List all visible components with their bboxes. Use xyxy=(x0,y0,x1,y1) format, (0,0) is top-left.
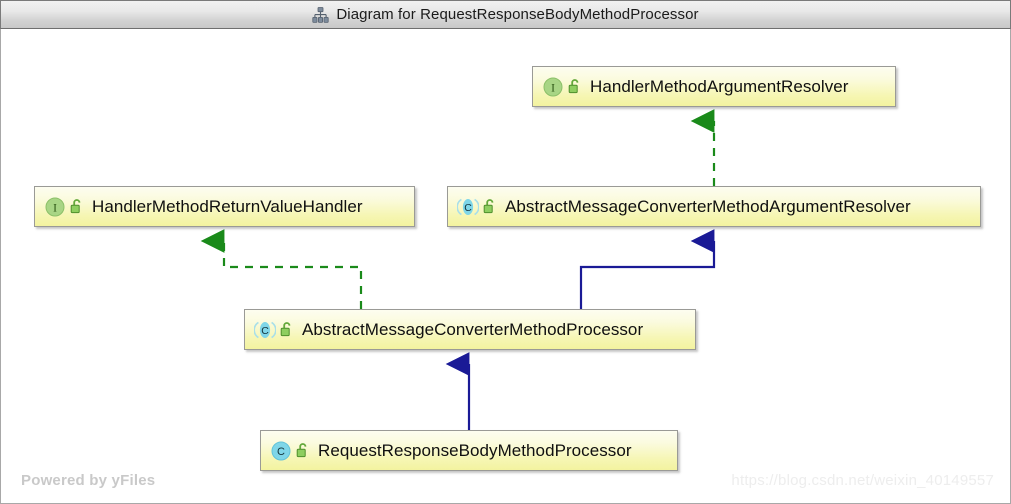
node-icon-group: C xyxy=(270,441,310,461)
unlocked-padlock-icon xyxy=(483,199,494,214)
svg-text:I: I xyxy=(53,202,57,214)
interface-i-icon: I xyxy=(45,197,65,216)
diagram-canvas[interactable]: I HandlerMethodArgumentResolver I xyxy=(0,29,1011,504)
node-label: HandlerMethodReturnValueHandler xyxy=(92,196,363,216)
node-handler-method-argument-resolver[interactable]: I HandlerMethodArgumentResolver xyxy=(532,66,896,107)
node-icon-group: C xyxy=(254,320,294,340)
node-icon-group: I xyxy=(542,77,582,97)
edge-implements-handler-method-return-value-handler xyxy=(200,229,363,309)
node-label: AbstractMessageConverterMethodArgumentRe… xyxy=(505,196,911,216)
abstract-class-c-icon: C xyxy=(457,198,479,215)
unlocked-padlock-icon xyxy=(70,199,81,214)
unlocked-padlock-icon xyxy=(568,79,579,94)
node-label: RequestResponseBodyMethodProcessor xyxy=(318,440,632,460)
svg-text:C: C xyxy=(464,201,472,213)
svg-text:C: C xyxy=(277,446,285,458)
node-label: HandlerMethodArgumentResolver xyxy=(590,76,849,96)
abstract-class-c-icon: C xyxy=(254,321,276,338)
node-request-response-body-method-processor[interactable]: C RequestResponseBodyMethodProcessor xyxy=(260,430,678,471)
svg-text:C: C xyxy=(261,324,269,336)
source-url-watermark: https://blog.csdn.net/weixin_40149557 xyxy=(731,472,994,489)
unlocked-padlock-icon xyxy=(280,322,291,337)
node-abstract-message-converter-method-processor[interactable]: C AbstractMessageConverterMethodProcesso… xyxy=(244,309,696,350)
node-icon-group: I xyxy=(44,197,84,217)
hierarchy-diagram-icon xyxy=(312,6,329,23)
svg-text:I: I xyxy=(551,82,555,94)
node-handler-method-return-value-handler[interactable]: I HandlerMethodReturnValueHandler xyxy=(34,186,415,227)
window-titlebar: Diagram for RequestResponseBodyMethodPro… xyxy=(0,0,1011,29)
interface-i-icon: I xyxy=(543,77,563,96)
concrete-class-c-icon: C xyxy=(271,441,291,460)
titlebar-content: Diagram for RequestResponseBodyMethodPro… xyxy=(312,6,699,23)
node-icon-group: C xyxy=(457,197,497,217)
edge-extends-abstract-message-converter-method-argument-resolver xyxy=(579,229,716,309)
unlocked-padlock-icon xyxy=(296,443,307,458)
node-label: AbstractMessageConverterMethodProcessor xyxy=(302,319,644,339)
node-abstract-message-converter-method-argument-resolver[interactable]: C AbstractMessageConverterMethodArgument… xyxy=(447,186,981,227)
yfiles-watermark: Powered by yFiles xyxy=(21,472,156,489)
window-title: Diagram for RequestResponseBodyMethodPro… xyxy=(336,6,699,23)
